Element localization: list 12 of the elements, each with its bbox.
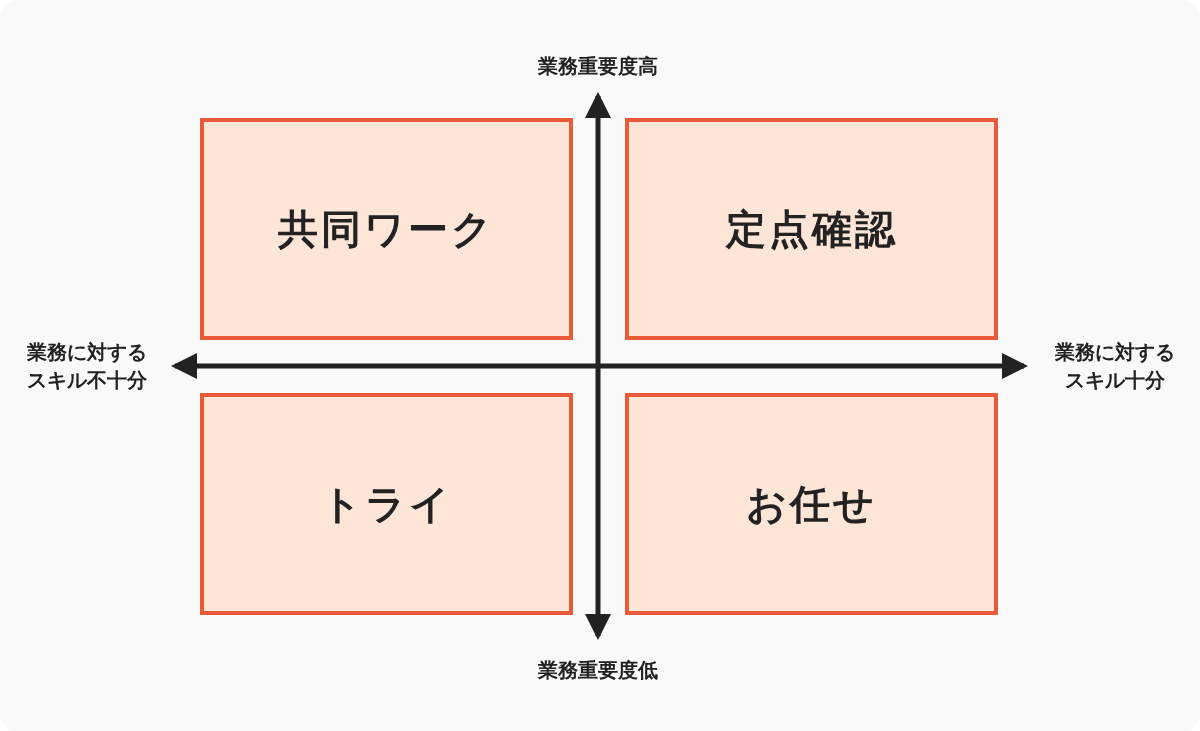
quadrant-box <box>625 118 998 340</box>
quadrant-title: 共同ワーク <box>278 204 495 254</box>
quadrant-title: お任せ <box>746 479 877 529</box>
quadrant-title: トライ <box>320 479 453 529</box>
quadrant-box <box>625 393 998 615</box>
axis-label: 業務重要度低 <box>537 657 659 684</box>
axis-label: 業務に対するスキル不十分 <box>26 339 148 394</box>
quadrant-title: 定点確認 <box>725 204 898 254</box>
axis-label: 業務に対するスキル十分 <box>1054 339 1176 394</box>
quadrant-box <box>200 393 573 615</box>
quadrant-box <box>200 118 573 340</box>
axis-label: 業務重要度高 <box>537 53 659 80</box>
